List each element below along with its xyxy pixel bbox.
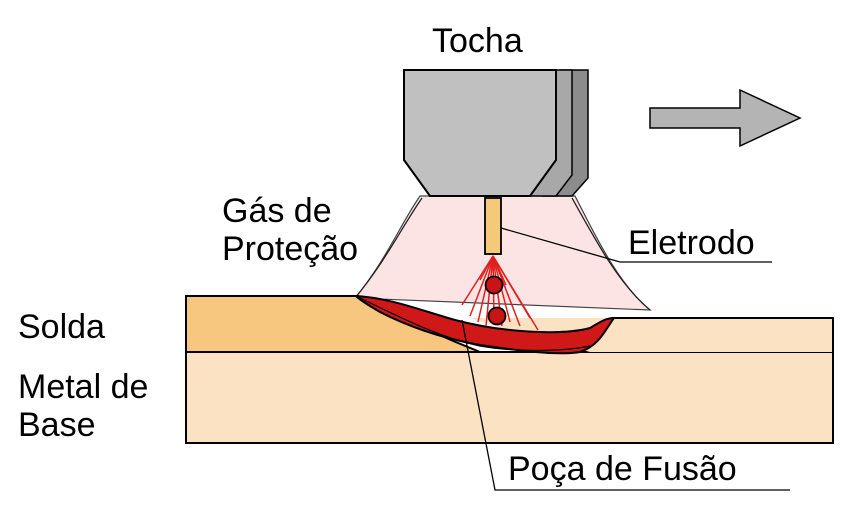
shielding-gas-label-line1: Gás de	[222, 192, 332, 230]
weld-pool	[353, 294, 616, 355]
torch-label: Tocha	[432, 22, 523, 60]
electrode-label: Eletrodo	[628, 224, 755, 262]
droplet-upper	[484, 275, 504, 295]
shielding-gas-label-line2: Proteção	[222, 230, 359, 268]
base-metal-label-line2: Base	[18, 406, 96, 444]
weld-pool-label: Poça de Fusão	[508, 450, 737, 488]
weld-pool-inner-edge	[355, 295, 591, 352]
arrow-right-icon	[649, 88, 802, 148]
gas-cone-right-edge	[571, 197, 651, 311]
gas-cone-left-edge	[354, 197, 423, 299]
weld-label: Solda	[18, 308, 105, 346]
droplet-lower	[487, 306, 507, 326]
torch-nozzle-body	[403, 69, 557, 197]
base-metal-label-line1: Metal de	[18, 368, 149, 406]
weld-pool-leader-line	[461, 319, 790, 491]
electrode-leader-line	[500, 227, 772, 263]
electrode	[484, 197, 502, 255]
base-metal-block	[185, 351, 834, 444]
base-metal-top-outline	[612, 317, 834, 352]
